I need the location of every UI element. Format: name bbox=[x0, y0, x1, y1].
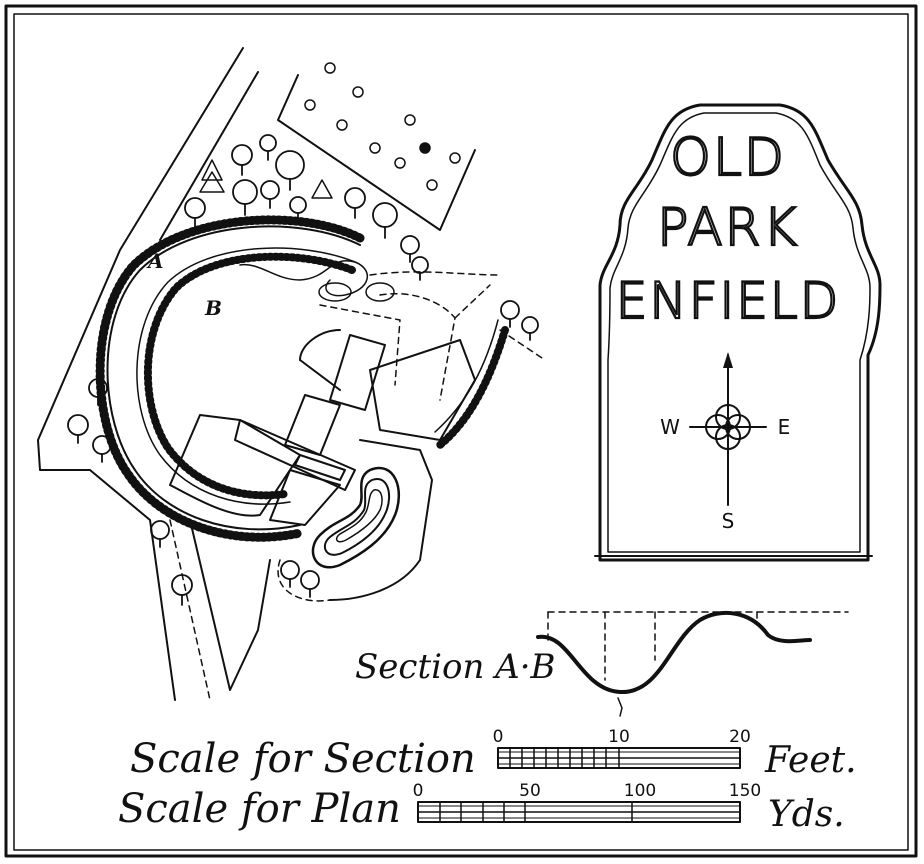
scale-plan-tick-3: 150 bbox=[729, 781, 761, 801]
compass-rose: W E S bbox=[660, 352, 790, 533]
scale-plan-tick-1: 50 bbox=[519, 781, 541, 801]
trees bbox=[67, 134, 539, 606]
scale-section-tick-2: 20 bbox=[729, 727, 751, 747]
conifer-trees bbox=[199, 159, 333, 199]
plantation-trees bbox=[304, 62, 461, 191]
ornamental-pond bbox=[311, 466, 400, 569]
outer-border bbox=[4, 4, 918, 858]
scale-section-unit: Feet. bbox=[764, 740, 857, 781]
house-buildings bbox=[234, 334, 386, 491]
garden-plots bbox=[169, 329, 476, 601]
plantation-enclosure bbox=[277, 74, 476, 231]
dashed-paths bbox=[277, 271, 546, 602]
section-label: Section A·B bbox=[355, 647, 556, 687]
section-profile bbox=[536, 610, 812, 695]
scale-for-section: Scale for Section 0 10 20 Feet. bbox=[130, 727, 857, 782]
section-diagram: Section A·B bbox=[355, 610, 849, 717]
compass-east: E bbox=[778, 415, 791, 439]
scale-section-tick-0: 0 bbox=[493, 727, 504, 747]
scale-section-tick-1: 10 bbox=[608, 727, 630, 747]
scale-plan-tick-2: 100 bbox=[624, 781, 656, 801]
scale-for-plan: Scale for Plan 0 50 100 150 Yds. bbox=[118, 781, 845, 835]
point-b-label: B bbox=[204, 296, 222, 320]
scale-plan-unit: Yds. bbox=[768, 794, 845, 835]
moat-outer-bank bbox=[106, 225, 361, 531]
compass-west: W bbox=[660, 415, 680, 439]
scale-section-label: Scale for Section bbox=[130, 736, 476, 782]
title-line-2: PARK bbox=[657, 198, 799, 258]
north-arrow-icon bbox=[723, 352, 733, 368]
title-line-3: ENFIELD bbox=[616, 272, 840, 330]
point-a-label: A bbox=[146, 249, 164, 273]
title-cartouche: OLD PARK ENFIELD W E S bbox=[594, 103, 882, 562]
site-plan: A B bbox=[37, 47, 546, 701]
western-road bbox=[37, 47, 244, 701]
scale-plan-tick-0: 0 bbox=[413, 781, 424, 801]
title-line-1: OLD bbox=[670, 128, 786, 188]
scale-plan-label: Scale for Plan bbox=[118, 786, 401, 832]
compass-south: S bbox=[722, 509, 735, 533]
